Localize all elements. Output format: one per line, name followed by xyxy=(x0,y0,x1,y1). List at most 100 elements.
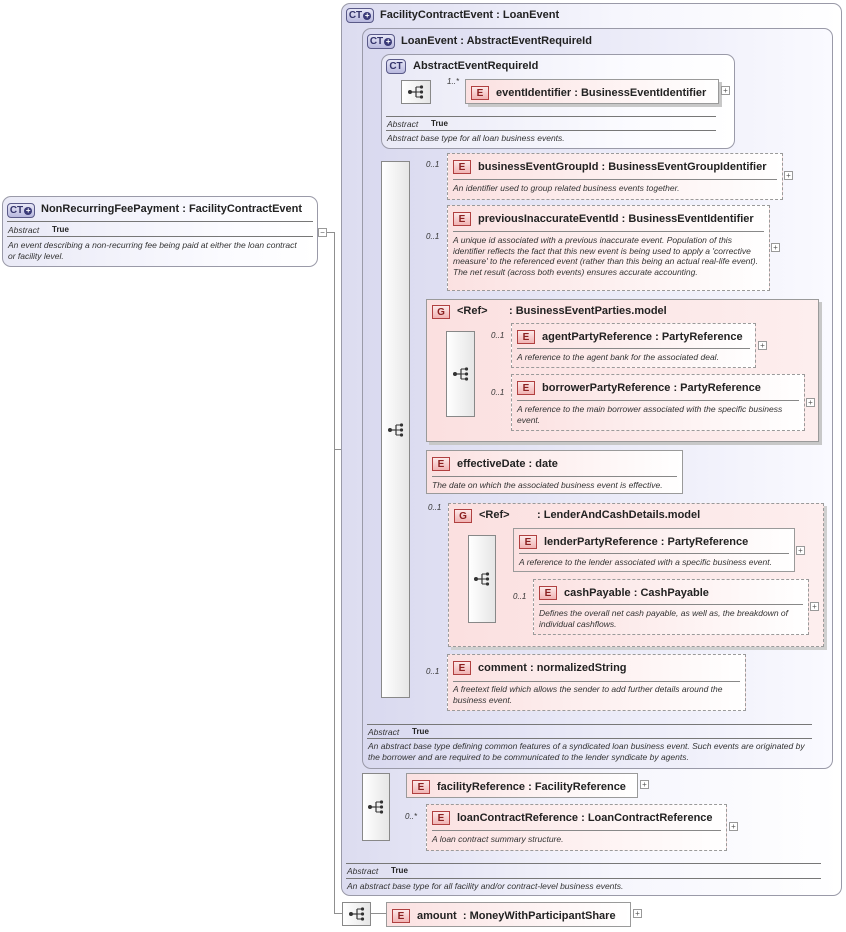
element-comment[interactable]: E comment : normalizedString A freetext … xyxy=(447,654,746,711)
group-ref-label: <Ref> xyxy=(457,305,488,317)
complex-type-badge: CT xyxy=(386,59,406,74)
cardinality: 0..* xyxy=(405,812,418,821)
expand-button[interactable]: + xyxy=(784,171,793,180)
sequence-compositor xyxy=(468,535,496,623)
abstract-value: True xyxy=(431,119,448,128)
facility-contract-event-description: An abstract base type for all facility a… xyxy=(347,881,624,891)
element-name: lenderPartyReference : PartyReference xyxy=(544,536,749,548)
sequence-icon xyxy=(348,907,364,921)
element-amount[interactable]: E amount : MoneyWithParticipantShare xyxy=(386,902,631,927)
expand-button[interactable]: + xyxy=(771,243,780,252)
element-facility-reference[interactable]: E facilityReference : FacilityReference xyxy=(406,773,638,798)
element-description: A freetext field which allows the sender… xyxy=(453,684,723,705)
element-badge: E xyxy=(517,330,535,344)
element-badge: E xyxy=(539,586,557,600)
sequence-compositor xyxy=(446,331,475,417)
cardinality: 0..1 xyxy=(513,592,527,601)
expand-button[interactable]: + xyxy=(633,909,642,918)
abstract-value: True xyxy=(391,866,408,875)
sequence-compositor xyxy=(362,773,390,841)
element-name: borrowerPartyReference : PartyReference xyxy=(542,382,761,394)
element-name: effectiveDate : date xyxy=(457,458,558,470)
element-name: amount : MoneyWithParticipantShare xyxy=(417,910,616,922)
loan-event-description: An abstract base type defining common fe… xyxy=(368,741,805,762)
root-type-description: An event describing a non-recurring fee … xyxy=(8,240,297,261)
element-previous-inaccurate-event-id[interactable]: E previousInaccurateEventId : BusinessEv… xyxy=(447,205,770,291)
element-description: A reference to the lender associated wit… xyxy=(519,557,772,567)
sequence-icon xyxy=(387,422,403,437)
loan-event-title: LoanEvent : AbstractEventRequireId xyxy=(401,35,592,47)
group-badge: G xyxy=(454,509,472,523)
expand-button[interactable]: + xyxy=(721,86,730,95)
sequence-compositor xyxy=(381,161,410,698)
group-name: : BusinessEventParties.model xyxy=(509,305,667,317)
element-borrower-party-reference[interactable]: E borrowerPartyReference : PartyReferenc… xyxy=(511,374,805,431)
element-name: eventIdentifier : BusinessEventIdentifie… xyxy=(496,87,707,99)
cardinality: 0..1 xyxy=(428,503,442,512)
element-description: Defines the overall net cash payable, as… xyxy=(539,608,789,629)
element-description: A reference to the main borrower associa… xyxy=(517,404,783,425)
abstract-value: True xyxy=(412,727,429,736)
expand-button[interactable]: + xyxy=(758,341,767,350)
cardinality: 0..1 xyxy=(426,667,440,676)
element-badge: E xyxy=(412,780,430,794)
element-description: A unique id associated with a previous i… xyxy=(453,235,758,277)
expand-button[interactable]: + xyxy=(796,546,805,555)
facility-contract-event-title: FacilityContractEvent : LoanEvent xyxy=(380,9,560,21)
cardinality: 0..1 xyxy=(491,331,505,340)
cardinality: 0..1 xyxy=(426,232,440,241)
abstract-label: Abstract xyxy=(368,727,400,737)
expand-button[interactable]: + xyxy=(640,780,649,789)
cardinality: 1..* xyxy=(447,77,460,86)
element-badge: E xyxy=(519,535,537,549)
collapse-button[interactable]: − xyxy=(318,228,327,237)
complex-type-badge: CT+ xyxy=(346,8,374,23)
abstract-event-require-id-title: AbstractEventRequireId xyxy=(413,60,539,72)
abstract-event-require-id-description: Abstract base type for all loan business… xyxy=(387,133,565,143)
cardinality: 0..1 xyxy=(426,160,440,169)
element-event-identifier[interactable]: E eventIdentifier : BusinessEventIdentif… xyxy=(465,79,719,104)
abstract-value: True xyxy=(52,225,69,234)
cardinality: 0..1 xyxy=(491,388,505,397)
complex-type-badge: CT+ xyxy=(7,203,35,218)
element-description: A loan contract summary structure. xyxy=(432,834,564,844)
element-badge: E xyxy=(453,160,471,174)
group-ref-label: <Ref> xyxy=(479,509,510,521)
abstract-label: Abstract xyxy=(8,225,40,235)
element-name: cashPayable : CashPayable xyxy=(564,587,709,599)
element-badge: E xyxy=(453,661,471,675)
element-loan-contract-reference[interactable]: E loanContractReference : LoanContractRe… xyxy=(426,804,727,851)
element-name: businessEventGroupId : BusinessEventGrou… xyxy=(478,161,767,173)
element-badge: E xyxy=(453,212,471,226)
expand-button[interactable]: + xyxy=(729,822,738,831)
element-badge: E xyxy=(392,909,410,923)
sequence-compositor xyxy=(342,902,371,926)
element-name: comment : normalizedString xyxy=(478,662,627,674)
element-cash-payable[interactable]: E cashPayable : CashPayable Defines the … xyxy=(533,579,809,635)
element-description: An identifier used to group related busi… xyxy=(453,183,680,193)
expand-button[interactable]: + xyxy=(806,398,815,407)
element-description: The date on which the associated busines… xyxy=(432,480,663,490)
sequence-icon xyxy=(474,572,490,586)
element-badge: E xyxy=(432,811,450,825)
root-type-box: CT+ NonRecurringFeePayment : FacilityCon… xyxy=(2,196,318,267)
expand-button[interactable]: + xyxy=(810,602,819,611)
element-lender-party-reference[interactable]: E lenderPartyReference : PartyReference … xyxy=(513,528,795,572)
element-badge: E xyxy=(517,381,535,395)
element-name: loanContractReference : LoanContractRefe… xyxy=(457,812,713,824)
abstract-label: Abstract xyxy=(347,866,379,876)
group-badge: G xyxy=(432,305,450,319)
element-effective-date[interactable]: E effectiveDate : date The date on which… xyxy=(426,450,683,494)
sequence-compositor xyxy=(401,80,431,104)
element-description: A reference to the agent bank for the as… xyxy=(517,352,719,362)
element-business-event-group-id[interactable]: E businessEventGroupId : BusinessEventGr… xyxy=(447,153,783,200)
element-agent-party-reference[interactable]: E agentPartyReference : PartyReference A… xyxy=(511,323,756,368)
sequence-icon xyxy=(452,367,468,381)
element-badge: E xyxy=(471,86,489,100)
element-name: previousInaccurateEventId : BusinessEven… xyxy=(478,213,754,225)
complex-type-badge: CT+ xyxy=(367,34,395,49)
sequence-icon xyxy=(368,800,384,814)
group-name: : LenderAndCashDetails.model xyxy=(537,509,701,521)
sequence-icon xyxy=(408,85,424,99)
abstract-label: Abstract xyxy=(387,119,419,129)
